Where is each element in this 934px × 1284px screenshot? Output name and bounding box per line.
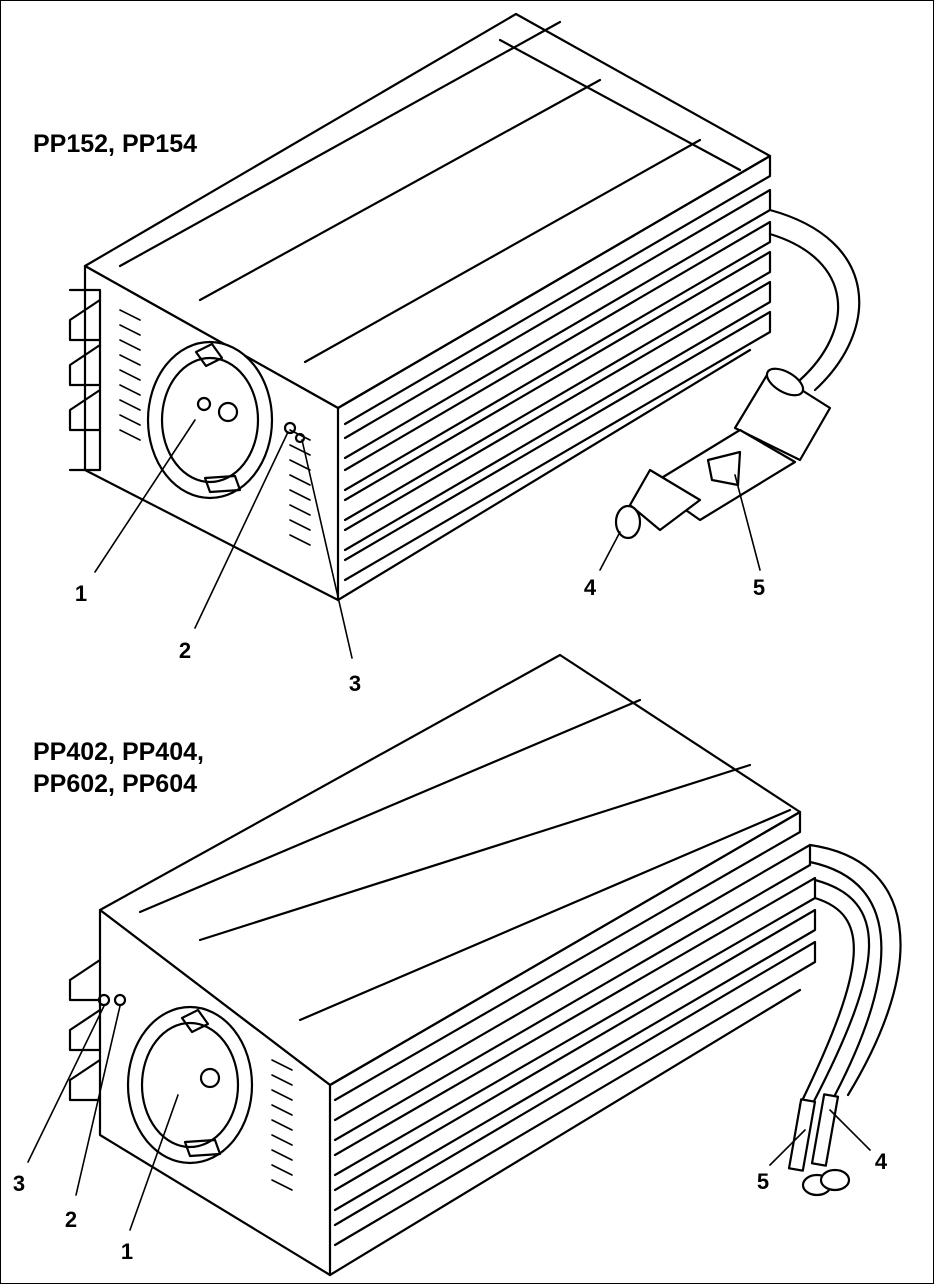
ac-socket-top: [146, 340, 274, 500]
callout-2-bottom: 2: [64, 1207, 78, 1232]
callout-4-bottom: 4: [874, 1149, 888, 1174]
right-cooling-fins-large: [328, 810, 817, 1277]
callout-4-top: 4: [583, 575, 597, 600]
callout-1-top: 1: [74, 581, 88, 606]
left-cooling-fins-large: [68, 958, 102, 1102]
callout-3-top: 3: [348, 671, 362, 696]
callout-5-top: 5: [752, 575, 766, 600]
right-cooling-fins: [336, 154, 772, 602]
model-title-bottom-line1: PP402, PP404,: [33, 738, 204, 766]
model-title-bottom-line2: PP602, PP604: [33, 770, 198, 798]
callout-5-bottom: 5: [756, 1169, 770, 1194]
battery-cables-ring-terminals: [787, 843, 902, 1197]
ac-socket-bottom: [126, 1005, 254, 1165]
callout-1-bottom: 1: [120, 1239, 134, 1264]
callout-2-top: 2: [178, 638, 192, 663]
vent-slots-left: [119, 309, 141, 441]
model-title-top: PP152, PP154: [33, 130, 198, 158]
left-cooling-fins: [68, 298, 102, 432]
cigarette-lighter-plug: [614, 208, 861, 540]
callout-3-bottom: 3: [12, 1171, 26, 1196]
power-led-icon-large: [113, 993, 127, 1007]
power-led-icon: [283, 421, 297, 435]
fault-led-icon: [294, 432, 306, 444]
vent-slots-large: [271, 1059, 293, 1191]
fault-led-icon-large: [97, 993, 111, 1007]
